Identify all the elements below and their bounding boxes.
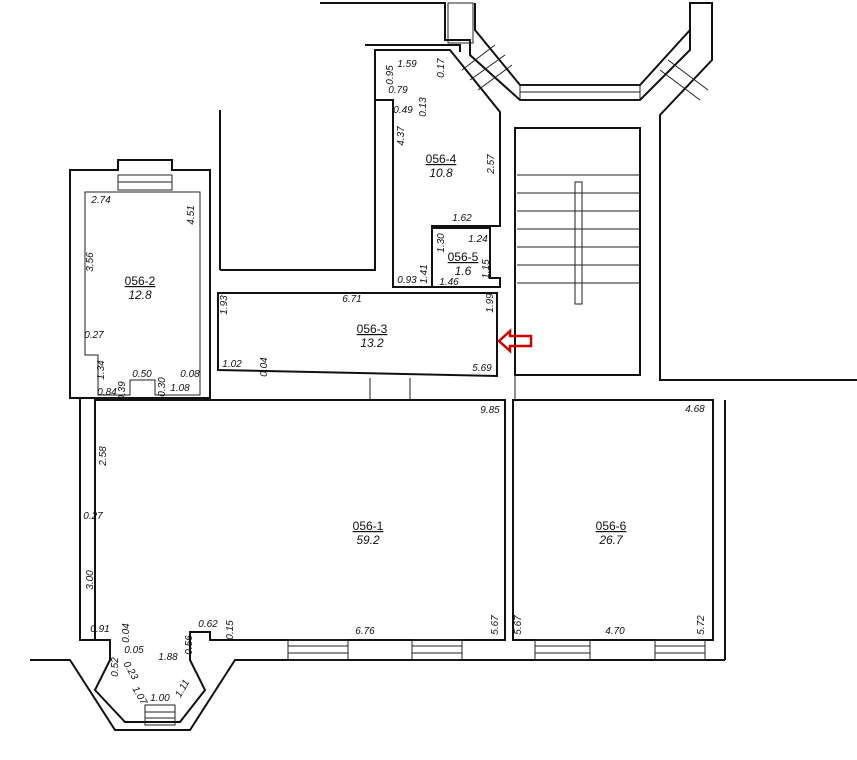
dimension-label: 0.91 [90, 624, 109, 635]
dimension-label: 1.41 [419, 264, 430, 283]
dimension-label: 4.68 [685, 404, 705, 415]
dimension-label: 0.39 [117, 381, 128, 401]
stair-rail [574, 181, 583, 305]
left-arrow-icon [497, 328, 533, 354]
room-area: 59.2 [356, 533, 380, 547]
dimension-label: 1.24 [468, 234, 488, 245]
windows [117, 2, 709, 726]
dimension-label: 0.08 [180, 369, 200, 380]
dimension-label: 1.07 [130, 685, 149, 708]
dimension-label: 0.05 [124, 645, 144, 656]
room-number: 056-2 [125, 274, 156, 288]
dimension-label: 0.56 [184, 635, 195, 655]
room-area: 1.6 [455, 264, 472, 278]
dimension-label: 5.72 [696, 615, 707, 635]
dimension-label: 0.23 [121, 660, 140, 683]
dimension-label: 4.70 [605, 626, 625, 637]
dimension-label: 0.52 [110, 657, 121, 677]
dimension-label: 1.88 [158, 652, 178, 663]
room-number: 056-1 [353, 519, 384, 533]
dimension-label: 2.57 [486, 154, 497, 175]
dimension-label: 4.37 [396, 126, 407, 146]
dimension-label: 0.93 [397, 275, 417, 286]
dimension-label: 0.30 [157, 377, 168, 397]
dimension-label: 0.15 [225, 620, 236, 640]
room-number: 056-3 [357, 322, 388, 336]
dimension-label: 0.27 [84, 330, 104, 341]
dimension-label: 1.34 [96, 360, 107, 380]
walls [30, 2, 857, 731]
dimension-label: 1.15 [481, 259, 492, 279]
dimension-label: 0.79 [388, 85, 408, 96]
dimension-label: 1.93 [219, 295, 230, 315]
dimension-label: 3.56 [85, 252, 96, 272]
dimension-label: 4.51 [186, 205, 197, 224]
dimension-label: 9.85 [480, 405, 500, 416]
room-area: 10.8 [429, 166, 453, 180]
dimension-label: 5.67 [490, 615, 501, 635]
room-number: 056-6 [596, 519, 627, 533]
room-area: 26.7 [598, 533, 624, 547]
dimension-label: 0.95 [385, 65, 396, 85]
room-number: 056-4 [426, 152, 457, 166]
dimension-label: 5.69 [472, 363, 492, 374]
dimension-label: 1.99 [485, 293, 496, 313]
dimension-label: 1.08 [170, 383, 190, 394]
dimension-label: 0.17 [436, 58, 447, 78]
dimension-label: 0.84 [97, 387, 117, 398]
room-area: 13.2 [360, 336, 384, 350]
dimension-label: 1.62 [452, 213, 472, 224]
dimension-label: 2.74 [90, 195, 111, 206]
dimension-label: 6.76 [355, 626, 375, 637]
dimension-label: 0.62 [198, 619, 218, 630]
dimension-label: 1.59 [397, 59, 417, 70]
room-number: 056-5 [448, 250, 479, 264]
dimension-label: 1.02 [222, 359, 242, 370]
dimension-label: 3.00 [85, 570, 96, 590]
dimension-label: 0.04 [259, 357, 270, 377]
dimension-label: 5.67 [513, 615, 524, 635]
dimension-label: 0.49 [393, 105, 413, 116]
dimension-label: 1.30 [436, 233, 447, 253]
dimension-label: 1.11 [173, 678, 192, 700]
room-area: 12.8 [128, 288, 152, 302]
dimension-label: 2.58 [98, 446, 109, 467]
dimension-label: 0.13 [418, 97, 429, 117]
dimension-label: 6.71 [342, 294, 361, 305]
dimension-label: 0.50 [132, 369, 152, 380]
dimension-label: 1.46 [439, 277, 459, 288]
dimension-label: 0.04 [121, 623, 132, 643]
dimension-label: 0.27 [83, 511, 103, 522]
stairs [517, 174, 640, 305]
dimension-label: 1.00 [150, 693, 170, 704]
